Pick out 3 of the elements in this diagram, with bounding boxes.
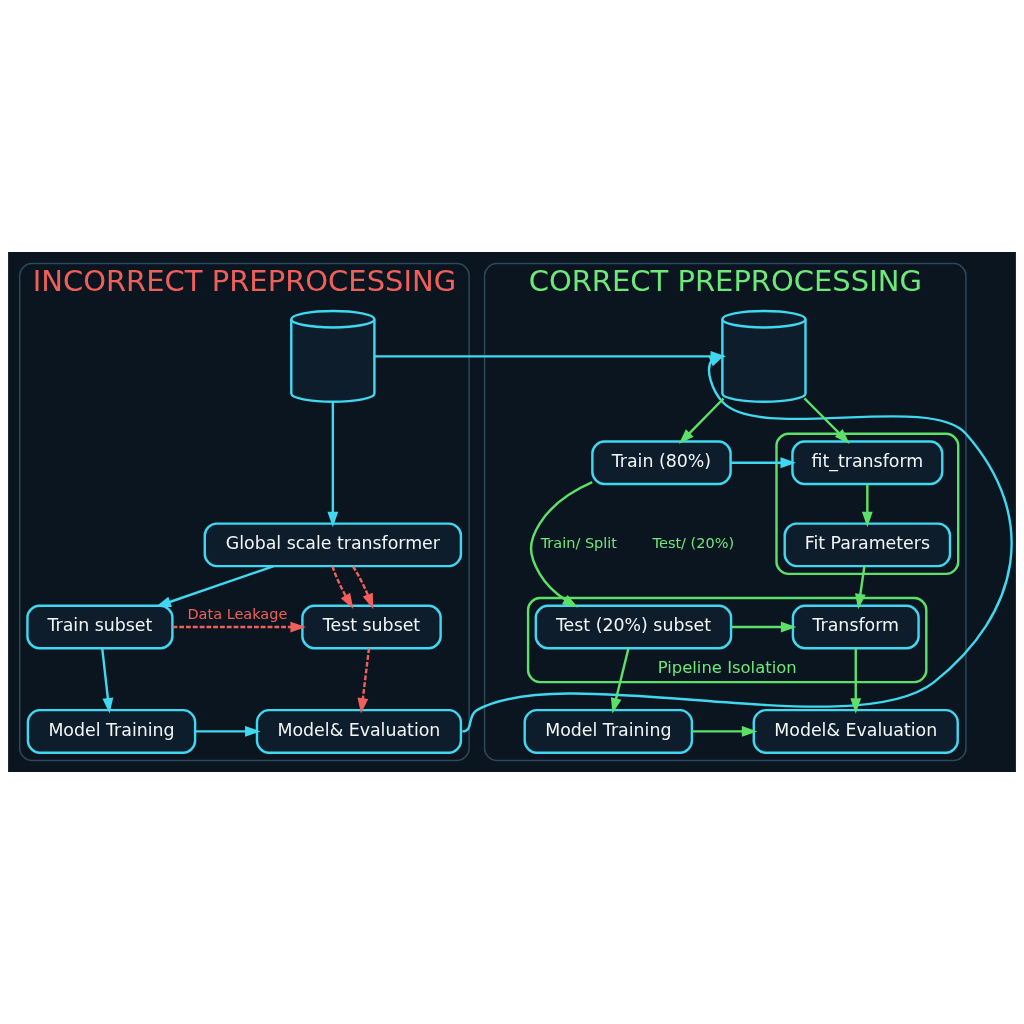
edge-label: Data Leakage	[187, 606, 288, 623]
edge-label: Train/ Split	[540, 535, 618, 552]
label: Test/ (20%)	[652, 535, 735, 552]
